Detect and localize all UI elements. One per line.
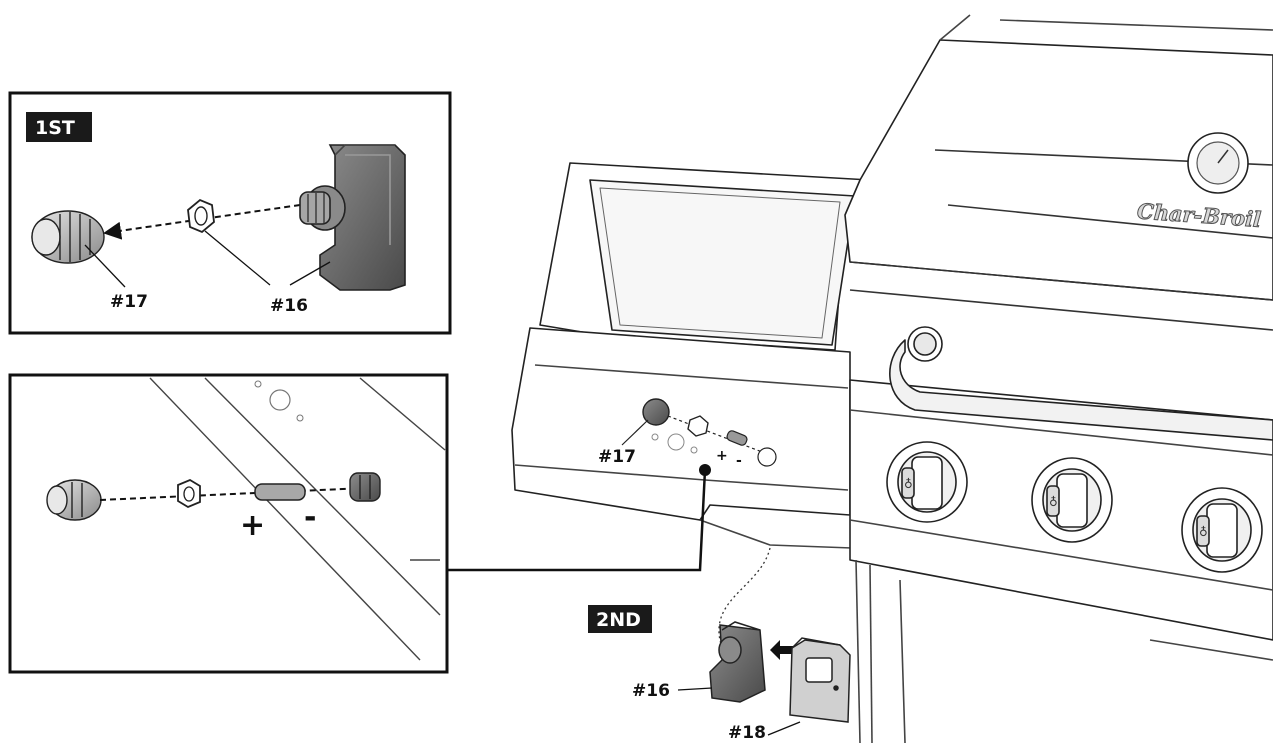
polarity-plus: + xyxy=(240,508,265,543)
push-arrow xyxy=(770,640,800,660)
callout-16: #16 xyxy=(270,296,308,316)
svg-text:♁: ♁ xyxy=(1199,525,1208,539)
step-label-second-text: 2ND xyxy=(596,609,641,631)
igniter-button-shelf xyxy=(642,398,670,426)
leader-line-16a xyxy=(204,230,271,286)
igniter-spacer xyxy=(254,483,306,501)
leader-line-16-wire xyxy=(677,687,713,691)
igniter-module xyxy=(299,144,406,291)
wire-connector xyxy=(789,637,851,723)
callout-18: #18 xyxy=(728,723,766,743)
control-knob-left: ♁ xyxy=(886,441,968,523)
step-label-second xyxy=(588,605,652,633)
igniter-button xyxy=(31,210,105,264)
hex-nut-shelf xyxy=(687,415,709,437)
leader-line-16b xyxy=(289,261,331,286)
detail-box-wiring: + - xyxy=(8,373,449,674)
grill-illustration xyxy=(511,14,1273,743)
control-knobs: ♁ ♁ ♁ xyxy=(886,441,1263,573)
detail-connector xyxy=(445,464,711,572)
svg-text:♁: ♁ xyxy=(904,477,913,491)
polarity-minus: - xyxy=(304,500,316,535)
shelf-igniter-parts: + - xyxy=(642,398,777,469)
leader-line-17 xyxy=(84,244,126,288)
side-shelf-front xyxy=(511,327,851,521)
control-knob-right: ♁ xyxy=(1181,487,1263,573)
callout-17-grill: #17 xyxy=(598,447,636,467)
igniter-button-detail xyxy=(46,479,102,521)
callout-16-wire: #16 xyxy=(632,681,670,701)
detail-box-first-step: 1ST #17 #16 xyxy=(8,91,452,335)
igniter-module-small xyxy=(709,621,766,703)
polarity-minus-small: - xyxy=(736,453,742,469)
leader-line-18 xyxy=(767,721,801,736)
hood-handle xyxy=(889,339,1273,441)
control-knob-middle: ♁ xyxy=(1031,457,1113,543)
igniter-cap xyxy=(349,472,381,502)
mount-hole xyxy=(757,447,777,467)
step-label-first-text: 1ST xyxy=(35,117,75,139)
polarity-plus-small: + xyxy=(716,448,728,464)
step-label-first xyxy=(26,112,92,142)
svg-text:♁: ♁ xyxy=(1049,495,1058,509)
callout-17: #17 xyxy=(110,292,148,312)
leader-line-17-grill xyxy=(621,419,649,446)
thermometer-icon xyxy=(1187,132,1249,194)
igniter-spacer-shelf xyxy=(726,430,748,446)
wire-lead xyxy=(718,547,771,656)
